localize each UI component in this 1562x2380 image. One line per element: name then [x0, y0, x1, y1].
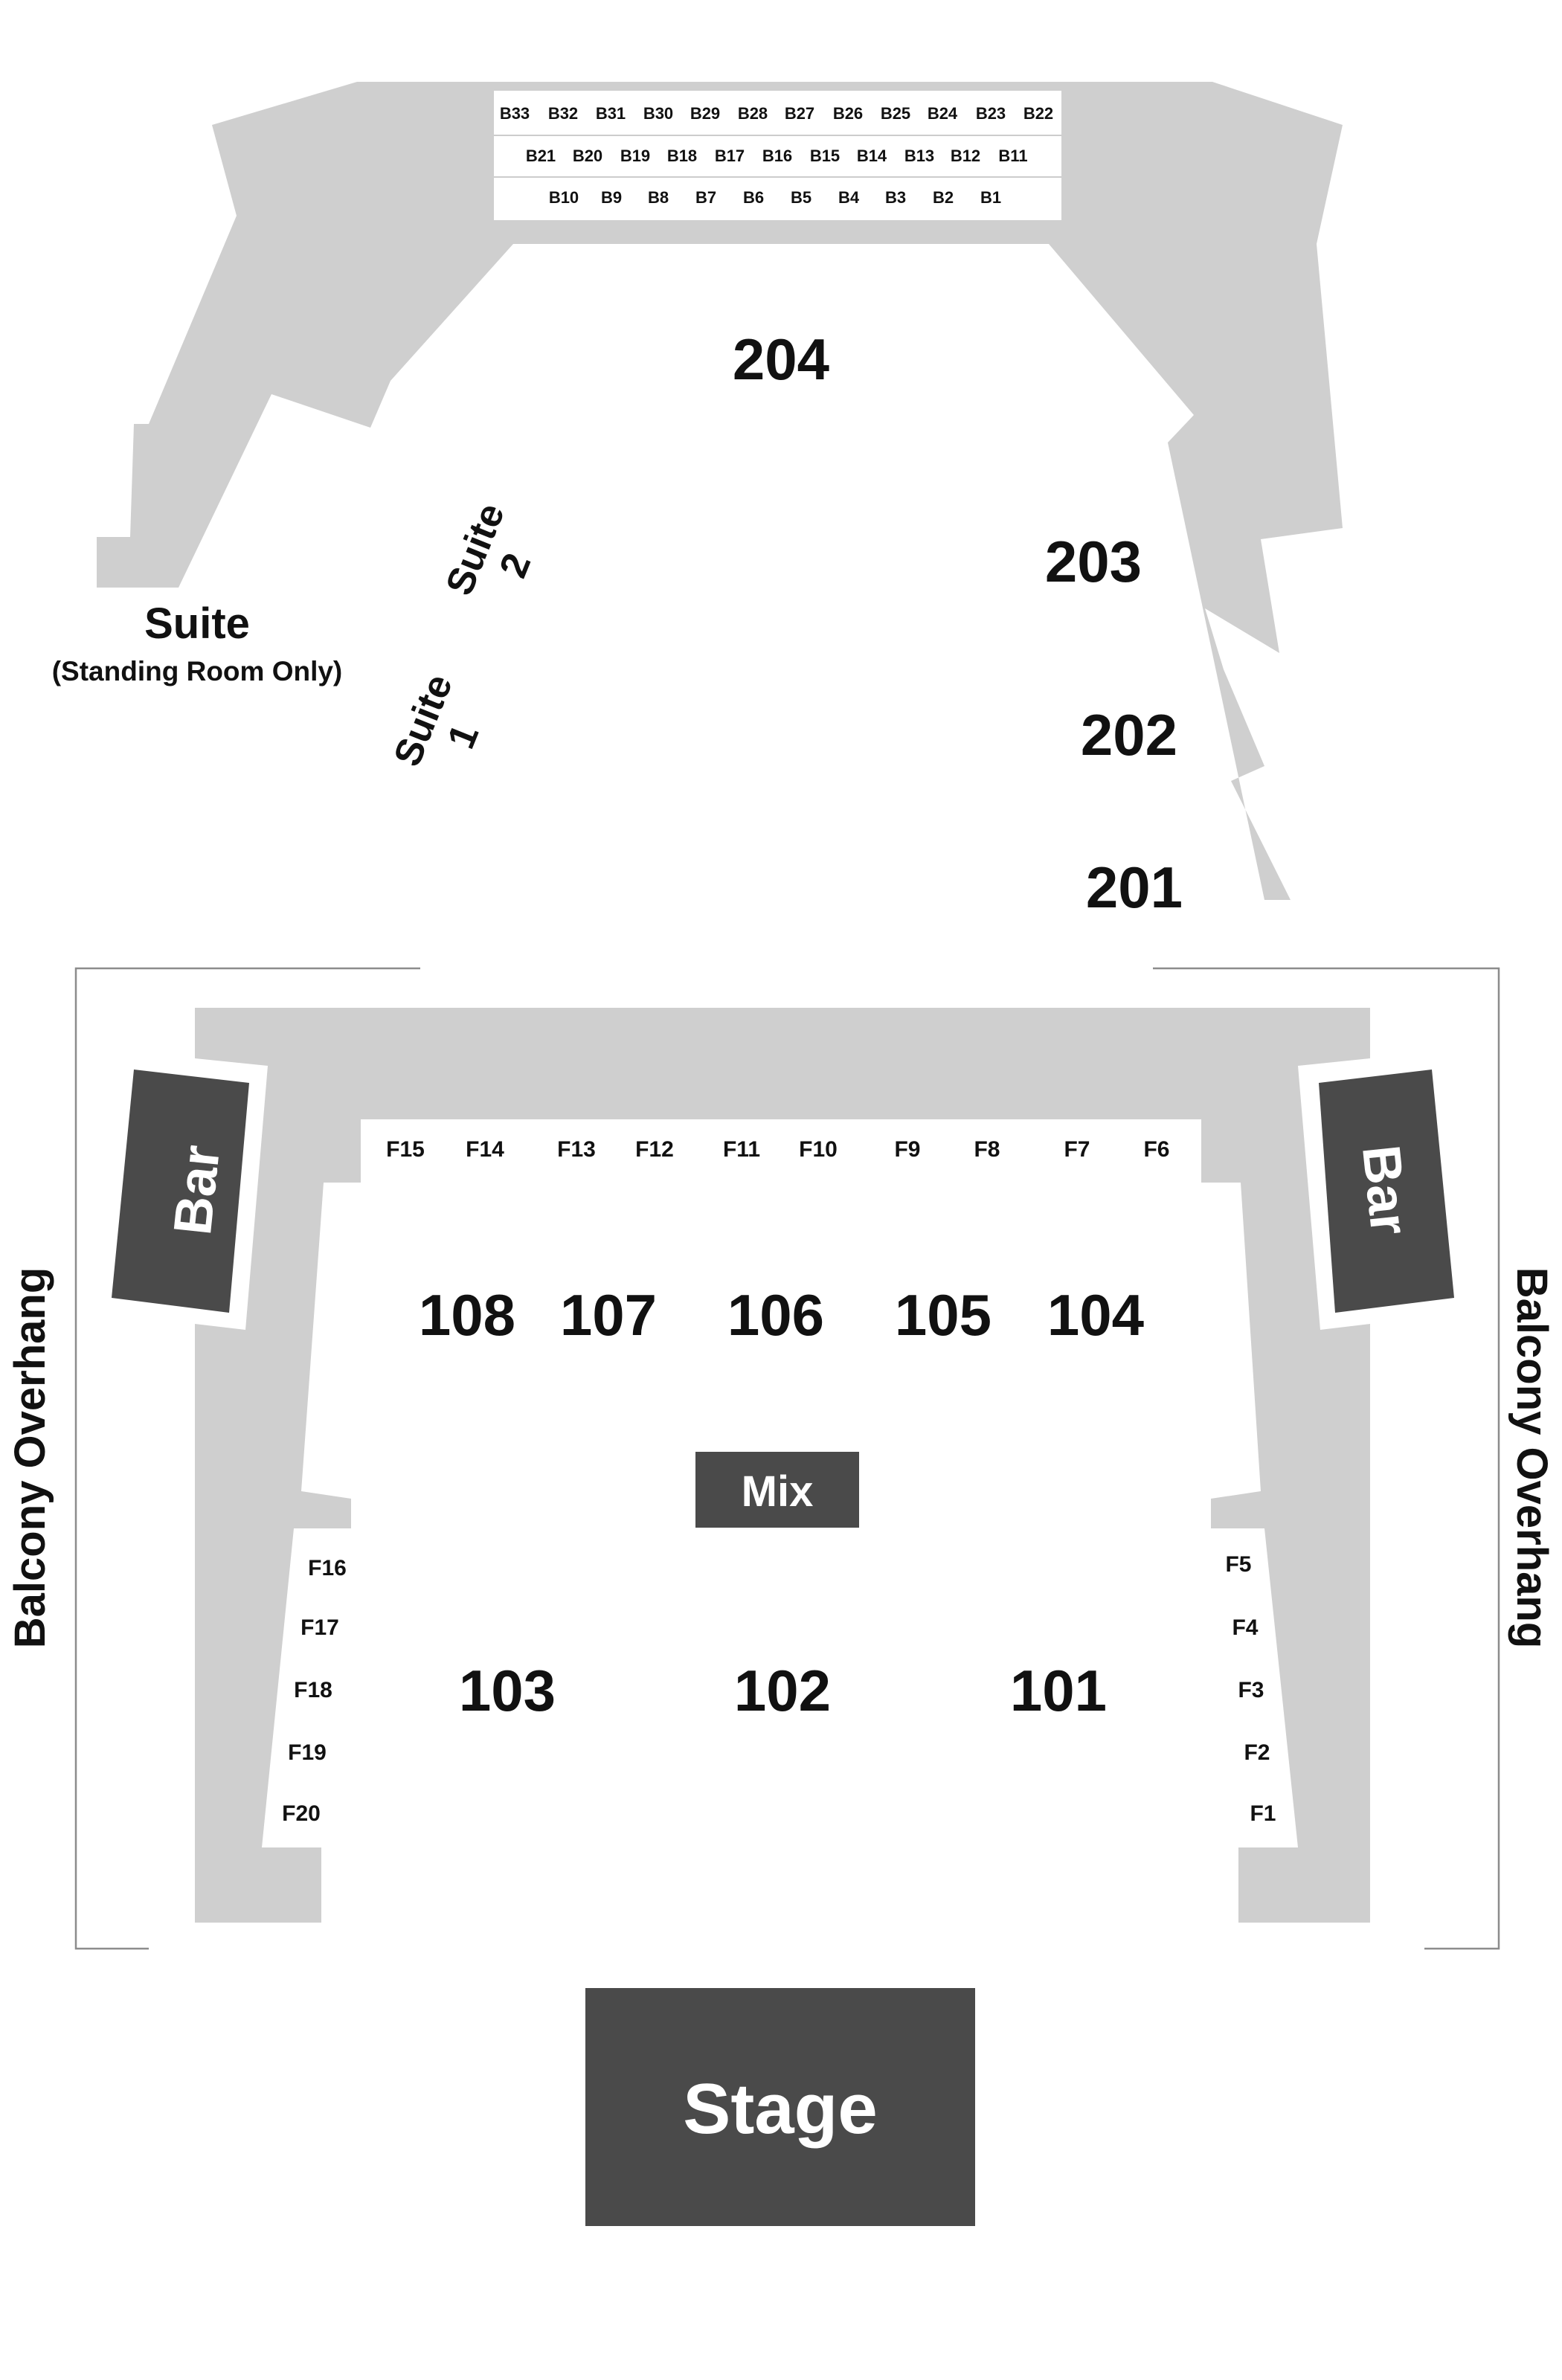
- bar-right[interactable]: [1319, 1070, 1454, 1313]
- stage[interactable]: [585, 1988, 975, 2226]
- section-201[interactable]: 201: [1086, 855, 1183, 920]
- box-seat-b9[interactable]: B9: [601, 188, 622, 207]
- section-204[interactable]: 204: [733, 327, 829, 392]
- rail-seat-f12[interactable]: F12: [635, 1137, 674, 1162]
- box-seat-b7[interactable]: B7: [695, 188, 716, 207]
- box-seat-b11[interactable]: B11: [998, 147, 1027, 165]
- rail-seat-f4[interactable]: F4: [1232, 1615, 1258, 1640]
- box-seat-b6[interactable]: B6: [743, 188, 764, 207]
- box-seat-b16[interactable]: B16: [762, 147, 792, 165]
- section-203[interactable]: 203: [1045, 529, 1142, 594]
- stage-label: Stage: [683, 2069, 877, 2149]
- rail-seat-f19[interactable]: F19: [288, 1740, 327, 1765]
- section-107[interactable]: 107: [560, 1282, 657, 1348]
- suite-1-label[interactable]: Suite 1: [386, 669, 501, 788]
- box-seat-b26[interactable]: B26: [833, 104, 863, 123]
- box-seat-b18[interactable]: B18: [667, 147, 697, 165]
- rail-seat-f16[interactable]: F16: [308, 1556, 347, 1580]
- box-seat-b20[interactable]: B20: [573, 147, 602, 165]
- suite-2-label[interactable]: Suite 2: [438, 498, 553, 617]
- section-102[interactable]: 102: [734, 1658, 831, 1723]
- mix-label: Mix: [742, 1467, 814, 1516]
- box-seat-b31[interactable]: B31: [596, 104, 626, 123]
- suite-standing-subtitle: (Standing Room Only): [52, 656, 343, 686]
- box-seat-b12[interactable]: B12: [951, 147, 980, 165]
- box-seat-b13[interactable]: B13: [904, 147, 934, 165]
- bar-left[interactable]: [112, 1070, 249, 1313]
- section-202[interactable]: 202: [1081, 702, 1177, 768]
- box-seat-b28[interactable]: B28: [738, 104, 768, 123]
- rear-sections: 103 102 101: [459, 1658, 1107, 1723]
- box-seat-b30[interactable]: B30: [643, 104, 673, 123]
- box-seat-b32[interactable]: B32: [548, 104, 578, 123]
- rail-seat-f14[interactable]: F14: [466, 1137, 504, 1162]
- box-seat-b2[interactable]: B2: [933, 188, 954, 207]
- section-101[interactable]: 101: [1010, 1658, 1107, 1723]
- bar-left-label: Bar: [163, 1142, 231, 1238]
- rail-seat-f17[interactable]: F17: [300, 1615, 339, 1640]
- section-103[interactable]: 103: [459, 1658, 556, 1723]
- balcony-overhang-right-label: Balcony Overhang: [1508, 1267, 1556, 1648]
- floor-outline: [74, 967, 1500, 1950]
- rail-seat-f20[interactable]: F20: [282, 1801, 321, 1826]
- rail-seat-f10[interactable]: F10: [799, 1137, 838, 1162]
- rail-seat-f13[interactable]: F13: [557, 1137, 596, 1162]
- section-105[interactable]: 105: [895, 1282, 991, 1348]
- box-seat-b5[interactable]: B5: [791, 188, 811, 207]
- front-sections: 108 107 106 105 104: [419, 1282, 1144, 1348]
- box-seat-b25[interactable]: B25: [881, 104, 910, 123]
- rail-seat-f8[interactable]: F8: [974, 1137, 1000, 1162]
- rail-seat-f2[interactable]: F2: [1244, 1740, 1270, 1765]
- section-108[interactable]: 108: [419, 1282, 515, 1348]
- rail-seat-f6[interactable]: F6: [1143, 1137, 1169, 1162]
- rail-seat-f15[interactable]: F15: [386, 1137, 425, 1162]
- rail-seat-f18[interactable]: F18: [294, 1678, 332, 1702]
- section-106[interactable]: 106: [727, 1282, 824, 1348]
- rail-seat-f3[interactable]: F3: [1238, 1678, 1264, 1702]
- box-seat-b21[interactable]: B21: [526, 147, 556, 165]
- box-seat-b10[interactable]: B10: [549, 188, 579, 207]
- box-seat-b33[interactable]: B33: [500, 104, 530, 123]
- top-rail-seats: F15 F14 F13 F12 F11 F10 F9 F8 F7 F6: [386, 1137, 1169, 1162]
- mix-position[interactable]: [695, 1452, 859, 1528]
- box-seat-b14[interactable]: B14: [857, 147, 887, 165]
- box-seat-b8[interactable]: B8: [648, 188, 669, 207]
- box-seat-b1[interactable]: B1: [980, 188, 1001, 207]
- box-seats-panel: [494, 91, 1061, 220]
- section-104[interactable]: 104: [1047, 1282, 1144, 1348]
- box-seat-b19[interactable]: B19: [620, 147, 650, 165]
- box-seat-b29[interactable]: B29: [690, 104, 720, 123]
- box-seat-b22[interactable]: B22: [1023, 104, 1053, 123]
- rail-seat-f7[interactable]: F7: [1064, 1137, 1090, 1162]
- balcony-seating-area[interactable]: [97, 82, 1343, 900]
- floor-perimeter-seating[interactable]: [195, 1008, 1370, 1923]
- suite-standing-label[interactable]: Suite: [144, 599, 250, 648]
- box-seat-b17[interactable]: B17: [715, 147, 745, 165]
- box-seat-b24[interactable]: B24: [928, 104, 958, 123]
- box-seat-b23[interactable]: B23: [976, 104, 1006, 123]
- box-seat-b4[interactable]: B4: [838, 188, 860, 207]
- box-seat-b3[interactable]: B3: [885, 188, 906, 207]
- suite-2-number: 2: [492, 547, 540, 584]
- bar-right-label: Bar: [1351, 1142, 1419, 1238]
- rail-seat-f9[interactable]: F9: [894, 1137, 920, 1162]
- rail-seat-f5[interactable]: F5: [1225, 1552, 1251, 1577]
- rail-seat-f1[interactable]: F1: [1250, 1801, 1276, 1826]
- box-seat-b15[interactable]: B15: [810, 147, 840, 165]
- suite-1-number: 1: [440, 718, 488, 755]
- box-seat-b27[interactable]: B27: [785, 104, 814, 123]
- balcony-overhang-left-label: Balcony Overhang: [6, 1267, 54, 1648]
- rail-seat-f11[interactable]: F11: [723, 1137, 760, 1162]
